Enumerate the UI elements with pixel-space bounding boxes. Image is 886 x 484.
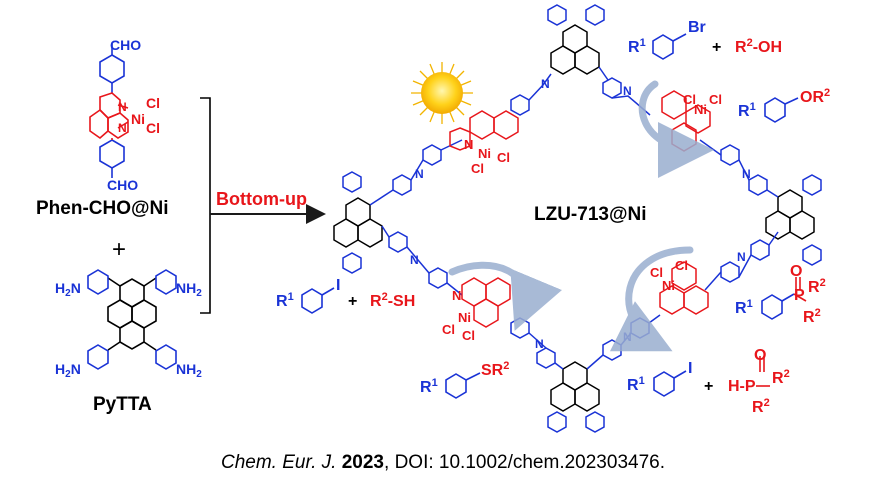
svg-text:O: O — [790, 263, 802, 280]
svg-text:N: N — [623, 84, 632, 98]
svg-text:Cl: Cl — [709, 92, 722, 107]
svg-text:Cl: Cl — [442, 322, 455, 337]
svg-text:Cl: Cl — [462, 328, 475, 343]
svg-text:SR2: SR2 — [481, 360, 509, 379]
cho-top-label: CHO — [110, 37, 141, 53]
pytta-structure — [107, 277, 157, 351]
cof-framework — [333, 4, 822, 433]
svg-text:Ni: Ni — [131, 111, 145, 127]
svg-text:Cl: Cl — [471, 161, 484, 176]
svg-text:I: I — [336, 277, 340, 294]
svg-text:H-P: H-P — [728, 378, 756, 395]
svg-text:R2: R2 — [772, 368, 790, 387]
svg-text:Cl: Cl — [683, 92, 696, 107]
svg-text:R2: R2 — [803, 307, 821, 326]
svg-text:NH2: NH2 — [176, 280, 202, 299]
svg-text:N: N — [742, 167, 751, 181]
plus-sign: + — [112, 236, 127, 263]
svg-text:N: N — [452, 288, 461, 303]
svg-text:Ni: Ni — [458, 310, 471, 325]
svg-text:H2N: H2N — [55, 361, 81, 380]
svg-text:R1: R1 — [628, 37, 646, 56]
citation-doi: , DOI: 10.1002/chem.202303476. — [384, 452, 665, 473]
svg-text:+: + — [704, 378, 713, 395]
svg-text:+: + — [348, 293, 357, 310]
svg-text:N: N — [118, 121, 127, 135]
monomer2-label: PyTTA — [93, 394, 152, 415]
svg-text:N: N — [118, 100, 127, 114]
svg-text:N: N — [737, 250, 746, 264]
svg-text:OR2: OR2 — [800, 87, 830, 106]
svg-text:Cl: Cl — [146, 120, 160, 136]
svg-text:R2-SH: R2-SH — [370, 291, 415, 310]
svg-text:R2-OH: R2-OH — [735, 37, 782, 56]
svg-text:Ni: Ni — [694, 102, 707, 117]
svg-text:O: O — [754, 347, 766, 364]
svg-text:R1: R1 — [738, 101, 756, 120]
svg-text:Cl: Cl — [650, 265, 663, 280]
svg-text:R1: R1 — [627, 375, 645, 394]
svg-text:NH2: NH2 — [176, 361, 202, 380]
svg-text:N: N — [464, 137, 473, 152]
svg-text:P: P — [794, 287, 805, 304]
catalytic-arrows — [448, 80, 714, 352]
citation-year: 2023 — [341, 452, 385, 473]
svg-text:N: N — [410, 253, 419, 267]
svg-text:R2: R2 — [752, 397, 770, 416]
svg-text:Cl: Cl — [146, 95, 160, 111]
svg-text:N: N — [535, 337, 544, 351]
svg-text:Ni: Ni — [662, 278, 675, 293]
bracket — [200, 97, 211, 314]
svg-text:Ni: Ni — [478, 146, 491, 161]
citation-journal: Chem. Eur. J. — [221, 452, 337, 473]
svg-text:R2: R2 — [808, 277, 826, 296]
svg-text:R1: R1 — [420, 377, 438, 396]
svg-text:Cl: Cl — [497, 150, 510, 165]
svg-text:Cl: Cl — [675, 258, 688, 273]
phen-cho-ni-structure — [89, 44, 129, 178]
citation: Chem. Eur. J. 2023, DOI: 10.1002/chem.20… — [0, 452, 886, 474]
process-label: Bottom-up — [216, 189, 307, 209]
svg-text:N: N — [623, 330, 632, 344]
svg-text:R1: R1 — [276, 291, 294, 310]
svg-text:I: I — [688, 360, 692, 377]
sun-icon — [411, 62, 473, 124]
pytta-aryl-rings — [87, 269, 177, 370]
svg-text:Br: Br — [688, 19, 706, 36]
svg-text:N: N — [415, 167, 424, 181]
svg-text:R1: R1 — [735, 298, 753, 317]
svg-text:+: + — [712, 39, 721, 56]
monomer1-label: Phen-CHO@Ni — [36, 198, 169, 219]
cho-bottom-label: CHO — [107, 177, 138, 193]
svg-text:H2N: H2N — [55, 280, 81, 299]
svg-text:N: N — [541, 77, 550, 91]
product-label: LZU-713@Ni — [534, 204, 647, 225]
